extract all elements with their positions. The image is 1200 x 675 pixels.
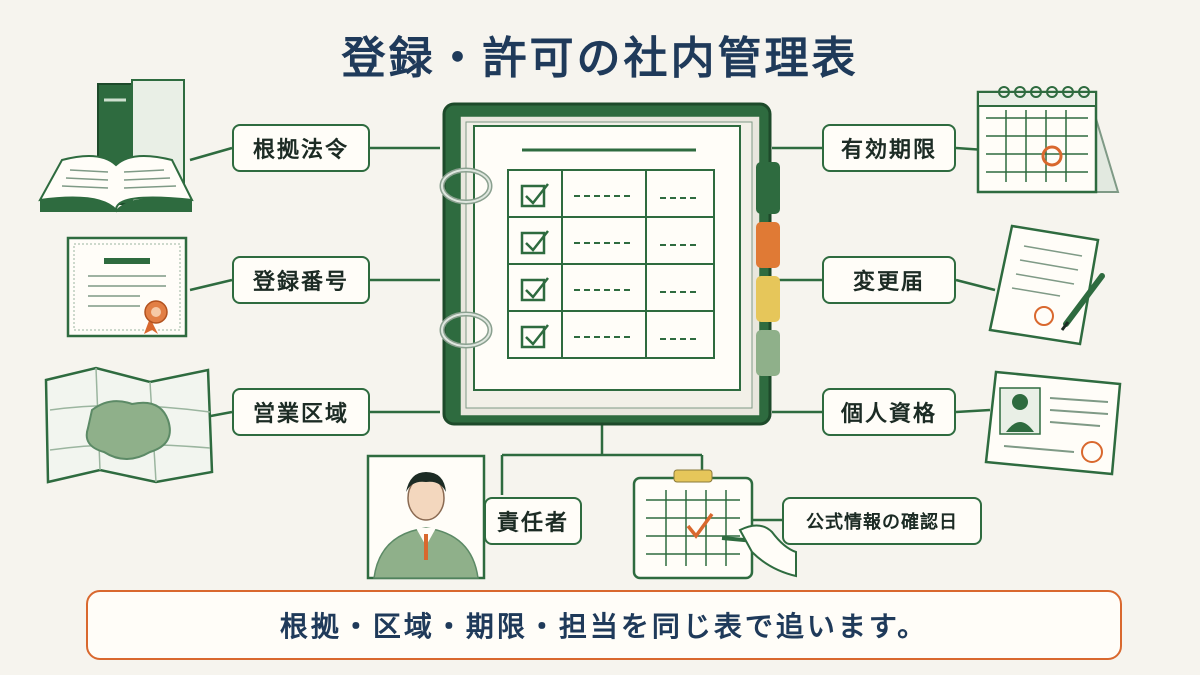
certificate-icon <box>66 236 188 338</box>
desk-calendar-icon <box>976 86 1120 194</box>
label-official-check-date: 公式情報の確認日 <box>782 497 982 545</box>
label-person-in-charge: 責任者 <box>484 497 582 545</box>
label-business-area: 営業区域 <box>232 388 370 436</box>
label-basis-law: 根拠法令 <box>232 124 370 172</box>
label-personal-qualification: 個人資格 <box>822 388 956 436</box>
connector-lines <box>189 146 996 522</box>
manager-portrait-icon <box>366 454 486 580</box>
binder-icon <box>439 102 780 426</box>
label-expiry: 有効期限 <box>822 124 956 172</box>
document-pen-icon <box>988 224 1105 346</box>
page-title: 登録・許可の社内管理表 <box>341 33 859 84</box>
label-registration-number: 登録番号 <box>232 256 370 304</box>
map-icon <box>44 366 214 484</box>
books-icon <box>38 79 194 213</box>
label-change-notice: 変更届 <box>822 256 956 304</box>
clipboard-calendar-icon <box>632 469 797 580</box>
summary-banner: 根拠・区域・期限・担当を同じ表で追います。 <box>86 590 1122 660</box>
id-card-icon <box>984 370 1122 476</box>
